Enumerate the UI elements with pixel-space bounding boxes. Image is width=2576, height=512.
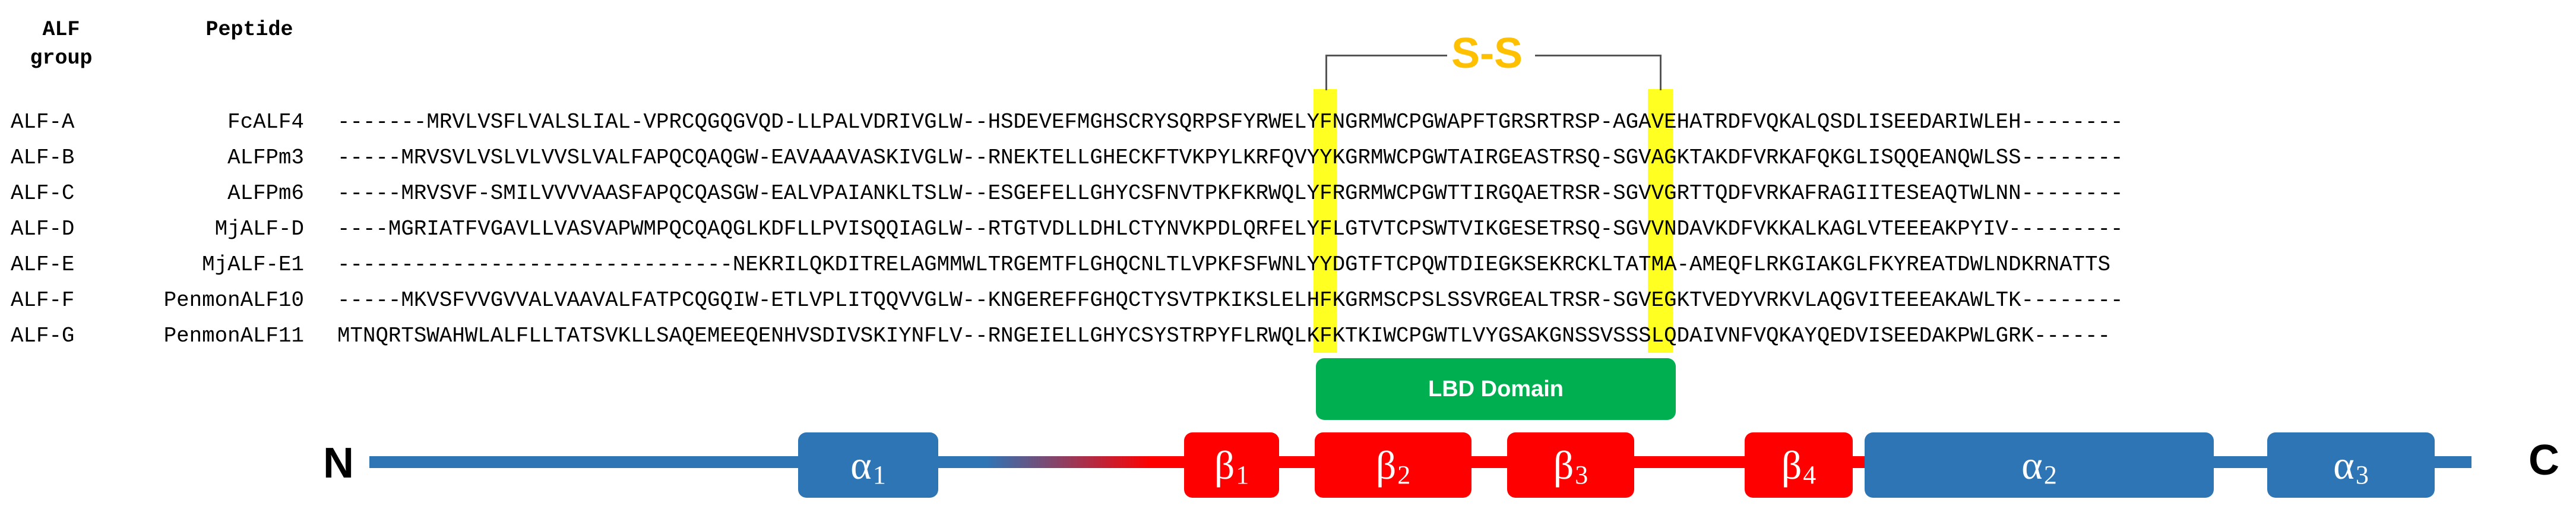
sequence-cell: -------MRVLVSFLVALSLIAL-VPRCQGQGVQD-LLPA… [337,110,2124,134]
alignment-row: ALF-G PenmonALF11 MTNQRTSWAHWLALFLLTATSV… [0,318,2576,354]
header-alf-group-line2: group [30,46,93,70]
header-alf-group: ALF group [11,15,112,72]
peptide-cell: PenmonALF10 [163,288,304,312]
alignment-row: ALF-E MjALF-E1 -------------------------… [0,247,2576,283]
cysteine-highlight-left [1314,89,1337,353]
alf-group-cell: ALF-F [11,288,75,312]
backbone-segment-transition [986,456,1152,468]
alf-group-cell: ALF-A [11,110,75,134]
alf-group-cell: ALF-E [11,252,75,277]
alignment-row: ALF-A FcALF4 -------MRVLVSFLVALSLIAL-VPR… [0,105,2576,140]
peptide-cell: FcALF4 [227,110,304,134]
sequence-cell: -------------------------------NEKRILQKD… [337,252,2110,277]
header-alf-group-line1: ALF [42,18,80,42]
alignment-row: ALF-D MjALF-D ----MGRIATFVGAVLLVASVAPWMP… [0,211,2576,247]
sequence-cell: ----MGRIATFVGAVLLVASVAPWMPQCQAQGLKDFLLPV… [337,217,2124,241]
alf-group-cell: ALF-G [11,324,75,348]
peptide-cell: ALFPm6 [227,181,304,206]
alignment-row: ALF-F PenmonALF10 -----MKVSFVVGVVALVAAVA… [0,283,2576,318]
alf-group-cell: ALF-C [11,181,75,206]
peptide-cell: MjALF-D [214,217,304,241]
alignment-row: ALF-B ALFPm3 -----MRVSVLVSLVLVVSLVALFAPQ… [0,140,2576,176]
cysteine-highlight-right [1648,89,1673,353]
c-terminus-label: C [2528,437,2559,484]
lbd-domain-box: LBD Domain [1316,358,1676,420]
alf-group-cell: ALF-D [11,217,75,241]
sequence-cell: -----MKVSFVVGVVALVAAVALFATPCQGQIW-ETLVPL… [337,288,2124,312]
sequence-cell: -----MRVSVLVSLVLVVSLVALFAPQCQAQGW-EAVAAA… [337,146,2124,170]
sequence-cell: -----MRVSVF-SMILVVVVAASFAPQCQASGW-EALVPA… [337,181,2124,206]
peptide-cell: ALFPm3 [227,146,304,170]
peptide-cell: PenmonALF11 [163,324,304,348]
alignment-row: ALF-C ALFPm6 -----MRVSVF-SMILVVVVAASFAPQ… [0,176,2576,211]
peptide-cell: MjALF-E1 [202,252,304,277]
alf-group-cell: ALF-B [11,146,75,170]
n-terminus-label: N [323,440,354,487]
disulfide-label: S-S [1451,30,1523,77]
sequence-cell: MTNQRTSWAHWLALFLLTATSVKLLSAQEMEEQENHVSDI… [337,324,2110,348]
header-peptide: Peptide [205,18,293,42]
